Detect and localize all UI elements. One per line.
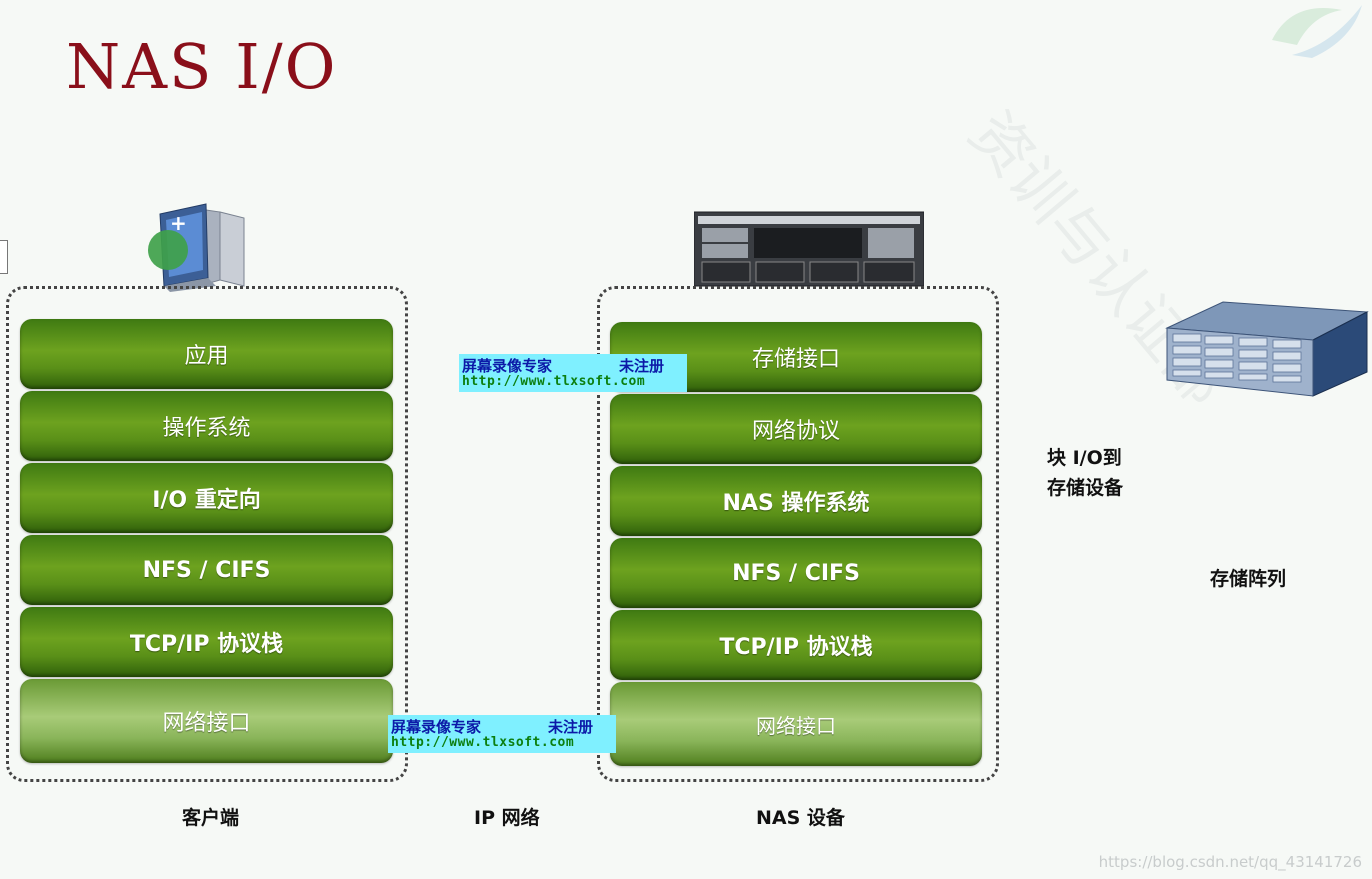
client-layer-io-redirect: I/O 重定向 xyxy=(20,463,393,533)
page-title: NAS I/O xyxy=(66,30,338,103)
client-caption: 客户端 xyxy=(182,807,240,829)
block-io-line1: 块 I/O到 xyxy=(1047,447,1122,469)
client-computer-icon: + xyxy=(148,203,245,292)
nas-layer-network-protocol: 网络协议 xyxy=(610,394,982,464)
client-layer-os: 操作系统 xyxy=(20,391,393,461)
recorder-stamp-bottom: 屏幕录像专家 未注册 http://www.tlxsoft.com xyxy=(388,715,616,753)
nas-layer-network-interface: 网络接口 xyxy=(610,682,982,766)
nas-layer-nfs-cifs: NFS / CIFS xyxy=(610,538,982,608)
diagonal-watermark: 资训与认证部 xyxy=(955,98,1241,420)
storage-array-caption: 存储阵列 xyxy=(1210,568,1287,590)
nas-layer-tcpip: TCP/IP 协议栈 xyxy=(610,610,982,680)
client-layer-tcpip: TCP/IP 协议栈 xyxy=(20,607,393,677)
block-io-line2: 存储设备 xyxy=(1047,477,1124,499)
storage-array-icon xyxy=(1165,301,1369,397)
nas-stack-frame xyxy=(597,286,999,782)
nas-caption: NAS 设备 xyxy=(756,807,845,829)
nas-layer-nas-os: NAS 操作系统 xyxy=(610,466,982,536)
block-io-label: 块 I/O到 存储设备 xyxy=(1047,443,1123,503)
nas-server-icon xyxy=(694,211,924,287)
network-caption: IP 网络 xyxy=(474,807,540,829)
logo-watermark-icon xyxy=(1272,5,1362,58)
client-stack-frame xyxy=(6,286,408,782)
recorder-stamp-top: 屏幕录像专家 未注册 http://www.tlxsoft.com xyxy=(459,354,687,392)
svg-text:+: + xyxy=(170,211,187,235)
client-layer-nfs-cifs: NFS / CIFS xyxy=(20,535,393,605)
source-credit: https://blog.csdn.net/qq_43141726 xyxy=(1098,853,1362,871)
client-layer-network-interface: 网络接口 xyxy=(20,679,393,763)
left-edge-fragment xyxy=(0,240,8,274)
client-layer-application: 应用 xyxy=(20,319,393,389)
